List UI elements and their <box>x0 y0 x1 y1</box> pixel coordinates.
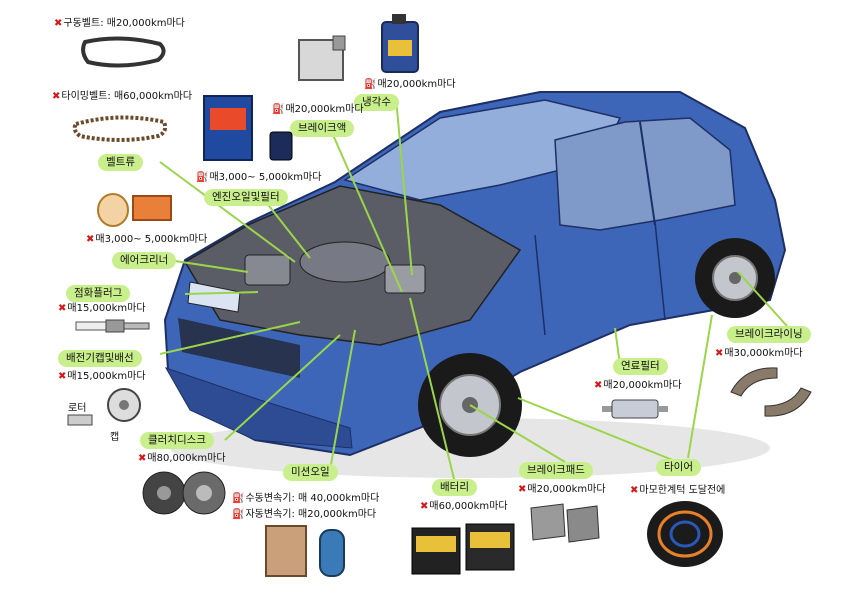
belt-tension-label: 벨트류 <box>98 154 143 171</box>
fuel-filter-icon <box>602 399 668 419</box>
air-cleaner-interval: ✖매3,000~ 5,000km마다 <box>86 234 208 245</box>
tire-label: 타이어 <box>656 459 701 476</box>
engine-oil-label: 엔진오일및필터 <box>204 189 288 206</box>
brake-pad-icon <box>530 503 600 543</box>
clutch-disc-icon <box>142 471 226 515</box>
tire-interval: ✖마모한계턱 도달전에 <box>630 485 726 496</box>
tire-icon <box>647 501 723 567</box>
timing-belt-icon <box>72 115 168 142</box>
coolant-bottle-icon <box>381 14 419 73</box>
drive-belt-icon <box>81 36 166 68</box>
brake-fluid-interval: ⛽매20,000km마다 <box>272 104 364 115</box>
brake-lining-icon <box>730 367 812 417</box>
clutch-disc-label: 클러치디스크 <box>140 432 214 449</box>
brake-pad-interval: ✖매20,000km마다 <box>518 484 606 495</box>
fuel-filter-interval: ✖매20,000km마다 <box>594 380 682 391</box>
manual-trans-interval: ⛽수동변속기: 매 40,000km마다 <box>232 493 380 504</box>
brake-fluid-label: 브레이크액 <box>290 120 355 137</box>
ignition-cable-interval: ✖매15,000km마다 <box>58 371 146 382</box>
coolant-label: 냉각수 <box>354 94 399 111</box>
clutch-disc-interval: ✖매80,000km마다 <box>138 453 226 464</box>
air-cleaner-label: 에어크리너 <box>112 252 177 269</box>
ignition-cable-label: 배전기캡및배선 <box>58 350 142 367</box>
engine-oil-can-icon <box>203 95 293 161</box>
battery-interval: ✖매60,000km마다 <box>420 501 508 512</box>
spark-plug-label: 점화플러그 <box>66 285 131 302</box>
brake-lining-interval: ✖매30,000km마다 <box>715 348 803 359</box>
cap-label: 캡 <box>110 432 120 443</box>
engine-oil-interval: ⛽매3,000~ 5,000km마다 <box>196 172 322 183</box>
timing-belt-interval: ✖타이밍벨트: 매60,000km마다 <box>52 91 193 102</box>
air-filter-icon <box>97 193 172 227</box>
battery-icon <box>411 523 515 575</box>
transmission-oil-label: 미션오일 <box>283 464 338 481</box>
brake-lining-label: 브레이크라이닝 <box>727 326 811 343</box>
spark-plug-icon <box>75 319 150 333</box>
brake-fluid-tester-icon <box>298 35 346 81</box>
battery-label: 배터리 <box>432 479 477 496</box>
fuel-filter-label: 연료필터 <box>613 358 668 375</box>
auto-trans-interval: ⛽자동변속기: 매20,000km마다 <box>232 509 377 520</box>
coolant-interval: ⛽매20,000km마다 <box>364 79 456 90</box>
drive-belt-interval: ✖구동벨트: 매20,000km마다 <box>54 18 185 29</box>
distributor-cap-icon <box>67 388 141 426</box>
transmission-flusher-icon <box>265 525 345 577</box>
spark-plug-interval: ✖매15,000km마다 <box>58 303 146 314</box>
brake-pad-label: 브레이크패드 <box>519 462 593 479</box>
rotor-label: 로터 <box>68 403 87 414</box>
